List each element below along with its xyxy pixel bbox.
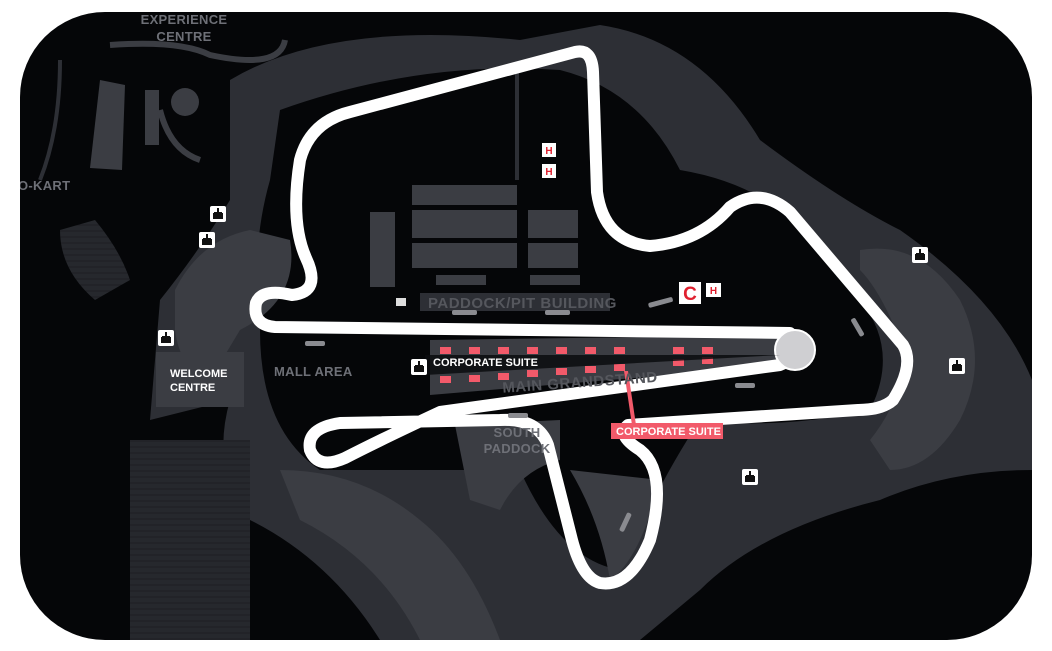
experience-centre-label: CENTRE (156, 29, 211, 44)
grandstand-marker-icon (912, 247, 928, 263)
south-paddock-label: PADDOCK (484, 441, 551, 456)
welcome-centre-label: CENTRE (170, 382, 215, 394)
svg-text:C: C (683, 284, 697, 305)
east-area (860, 248, 975, 470)
grandstand-marker-icon (742, 469, 758, 485)
corporate-suite-markers (440, 347, 713, 425)
main-grandstand-area (430, 335, 790, 395)
race-track (249, 45, 914, 590)
paddock-pit-building-label: PADDOCK/PIT BUILDING (428, 295, 617, 312)
experience-centre-label: EXPERIENCE (141, 12, 228, 27)
svg-text:H: H (545, 167, 552, 178)
grandstand-marker-icon (411, 359, 427, 375)
svg-text:H: H (710, 286, 717, 297)
welcome-centre-building (156, 352, 244, 407)
svg-text:H: H (545, 146, 552, 157)
experience-centre-area (38, 39, 288, 181)
south-paddock-label: SOUTH (494, 425, 541, 440)
go-kart-label: O-KART (18, 178, 70, 193)
helipad-icon: H (542, 164, 556, 178)
grandstand-marker-icon (199, 232, 215, 248)
grandstand-marker-icon (210, 206, 226, 222)
green-area (175, 230, 292, 380)
welcome-centre-label: WELCOME (170, 368, 227, 380)
helipad-icon: H (542, 143, 556, 157)
south-paddock-area (455, 420, 560, 510)
helipad-icon: H (706, 283, 721, 297)
mall-area-label: MALL AREA (274, 364, 353, 379)
corporate-suite-tag (611, 423, 723, 439)
medical-crescent-icon: C (679, 282, 701, 305)
grandstand-marker-icon (158, 330, 174, 346)
corporate-suite-label: CORPORATE SUITE (616, 426, 721, 438)
corporate-suite-label: CORPORATE SUITE (433, 357, 538, 369)
pit-buildings (370, 40, 610, 311)
final-hairpin-rosette (774, 329, 816, 371)
grandstand-marker-icon (949, 358, 965, 374)
kerbs (305, 297, 864, 532)
